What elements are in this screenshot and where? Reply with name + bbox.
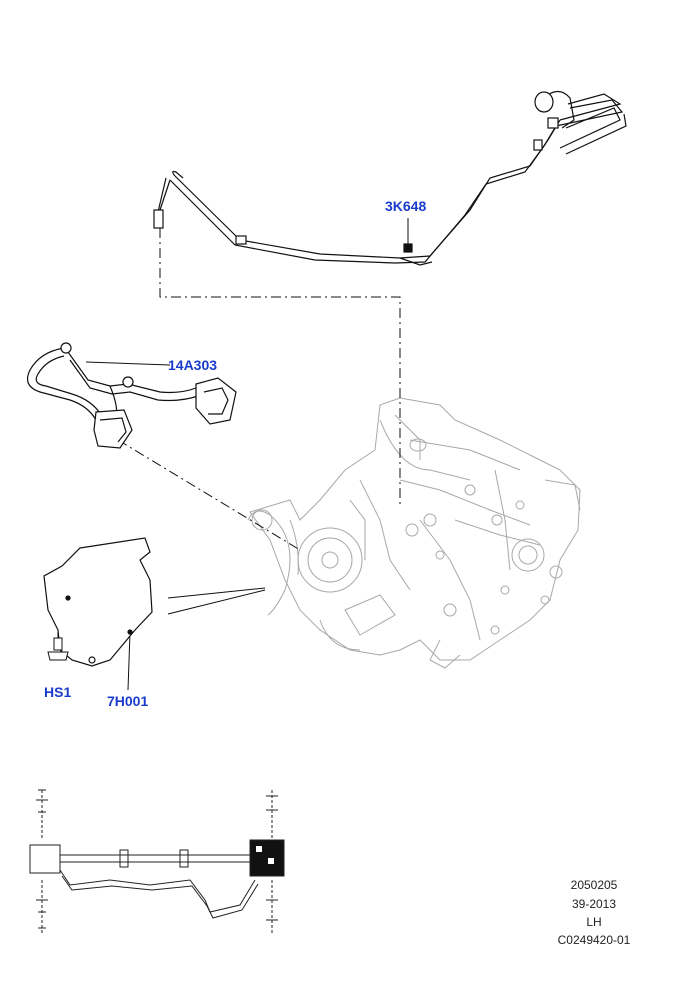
- leader-lines: [57, 218, 409, 691]
- meta-line-1: 2050205: [570, 878, 618, 892]
- leader-14a303: [85, 361, 171, 366]
- transfer-case-ghost: [247, 397, 581, 669]
- meta-line-4: C0249420-01: [557, 933, 631, 947]
- route-line-pipe: [159, 228, 401, 508]
- route-line-harness: [117, 439, 301, 551]
- callout-3k648[interactable]: 3K648: [385, 198, 427, 214]
- callout-hs1[interactable]: HS1: [44, 684, 72, 700]
- wiring-harness-14a303[interactable]: [27, 342, 237, 449]
- leader-7h001: [127, 631, 131, 691]
- meta-line-3: LH: [586, 915, 602, 929]
- detail-pointer-2: [167, 589, 266, 615]
- detail-pointer-1: [167, 587, 266, 599]
- bolt-hs1[interactable]: [47, 637, 69, 661]
- callout-14a303[interactable]: 14A303: [168, 357, 218, 373]
- pipe-assembly-3k648[interactable]: [153, 90, 627, 266]
- heat-shield-7h001[interactable]: [43, 537, 153, 667]
- meta-line-2: 39-2013: [571, 897, 617, 911]
- callout-7h001[interactable]: 7H001: [107, 693, 149, 709]
- vehicle-overview-thumbnail: [29, 789, 285, 935]
